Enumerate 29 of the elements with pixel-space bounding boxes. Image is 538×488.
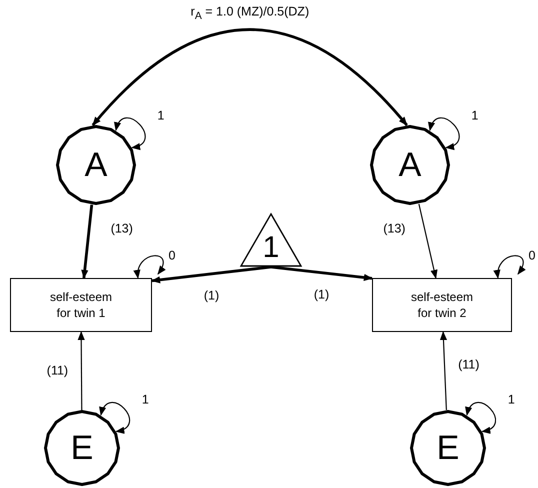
edge-label: (1) <box>202 288 222 304</box>
edge-label: (1) <box>312 287 332 302</box>
path-arrow <box>81 204 94 279</box>
variance-loop-arrow <box>466 402 496 433</box>
variance-loop-arrow <box>429 117 460 149</box>
variable-letter: A <box>84 148 108 182</box>
variable-letter: A <box>398 148 422 182</box>
variable-label: self-esteem for twin 2 <box>410 288 474 322</box>
variance-loop-arrow <box>494 255 526 279</box>
double-headed-arrow <box>92 28 408 126</box>
path-arrow <box>440 331 448 410</box>
path-arrow <box>151 266 272 284</box>
observed-variable-box <box>372 278 512 332</box>
constant-label: 1 <box>262 233 280 263</box>
constant-triangle <box>240 213 302 267</box>
edge-label: (11) <box>44 364 70 378</box>
path-arrow <box>418 204 438 279</box>
variance-loop-arrow <box>100 402 130 433</box>
variable-letter: E <box>70 431 94 465</box>
observed-variable-box <box>10 278 152 332</box>
variance-loop-arrow <box>134 255 166 279</box>
variance-loop-arrow <box>115 117 146 149</box>
edge-label: (13) <box>108 222 135 237</box>
path-arrow <box>270 266 373 282</box>
edge-label: (11) <box>456 358 482 373</box>
variable-letter: E <box>436 431 460 465</box>
edge-label: (13) <box>381 221 408 236</box>
path-arrow <box>78 331 85 410</box>
variable-label: self-esteem for twin 1 <box>48 288 114 322</box>
